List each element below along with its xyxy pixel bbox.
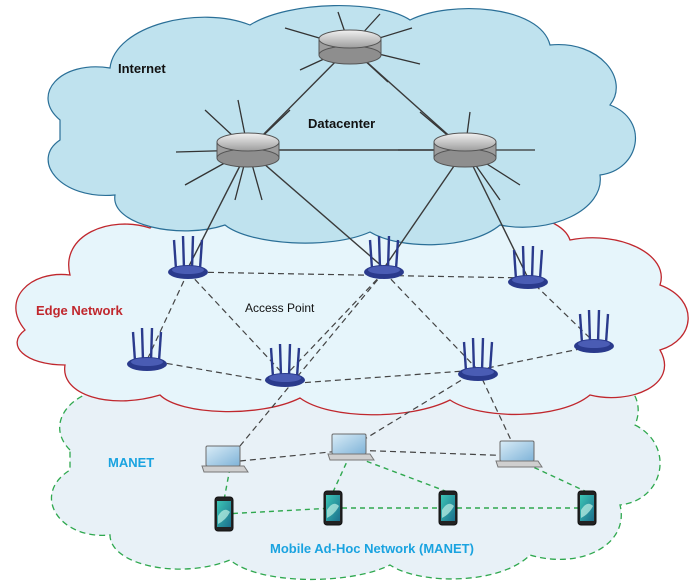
wifi-access-point-icon [168, 235, 208, 279]
smartphone-icon [577, 490, 597, 526]
access-point-label: Access Point [245, 301, 315, 315]
wifi-access-point-icon [574, 309, 614, 353]
wifi-access-point-icon [458, 337, 498, 381]
router-icon [318, 29, 382, 65]
datacenter-label: Datacenter [308, 116, 375, 131]
router-icon [216, 132, 280, 168]
wifi-access-point-icon [364, 235, 404, 279]
manet-label: MANET [108, 455, 154, 470]
smartphone-icon [323, 490, 343, 526]
smartphone-icon [438, 490, 458, 526]
laptop-icon [495, 440, 543, 468]
manet-full-label: Mobile Ad-Hoc Network (MANET) [270, 541, 474, 556]
wifi-access-point-icon [265, 343, 305, 387]
wifi-access-point-icon [508, 245, 548, 289]
laptop-icon [201, 445, 249, 473]
wifi-access-point-icon [127, 327, 167, 371]
smartphone-icon [214, 496, 234, 532]
access-links [146, 271, 595, 463]
internet-label: Internet [118, 61, 166, 76]
edge-network-label: Edge Network [36, 303, 123, 318]
router-icon [433, 132, 497, 168]
laptop-icon [327, 433, 375, 461]
